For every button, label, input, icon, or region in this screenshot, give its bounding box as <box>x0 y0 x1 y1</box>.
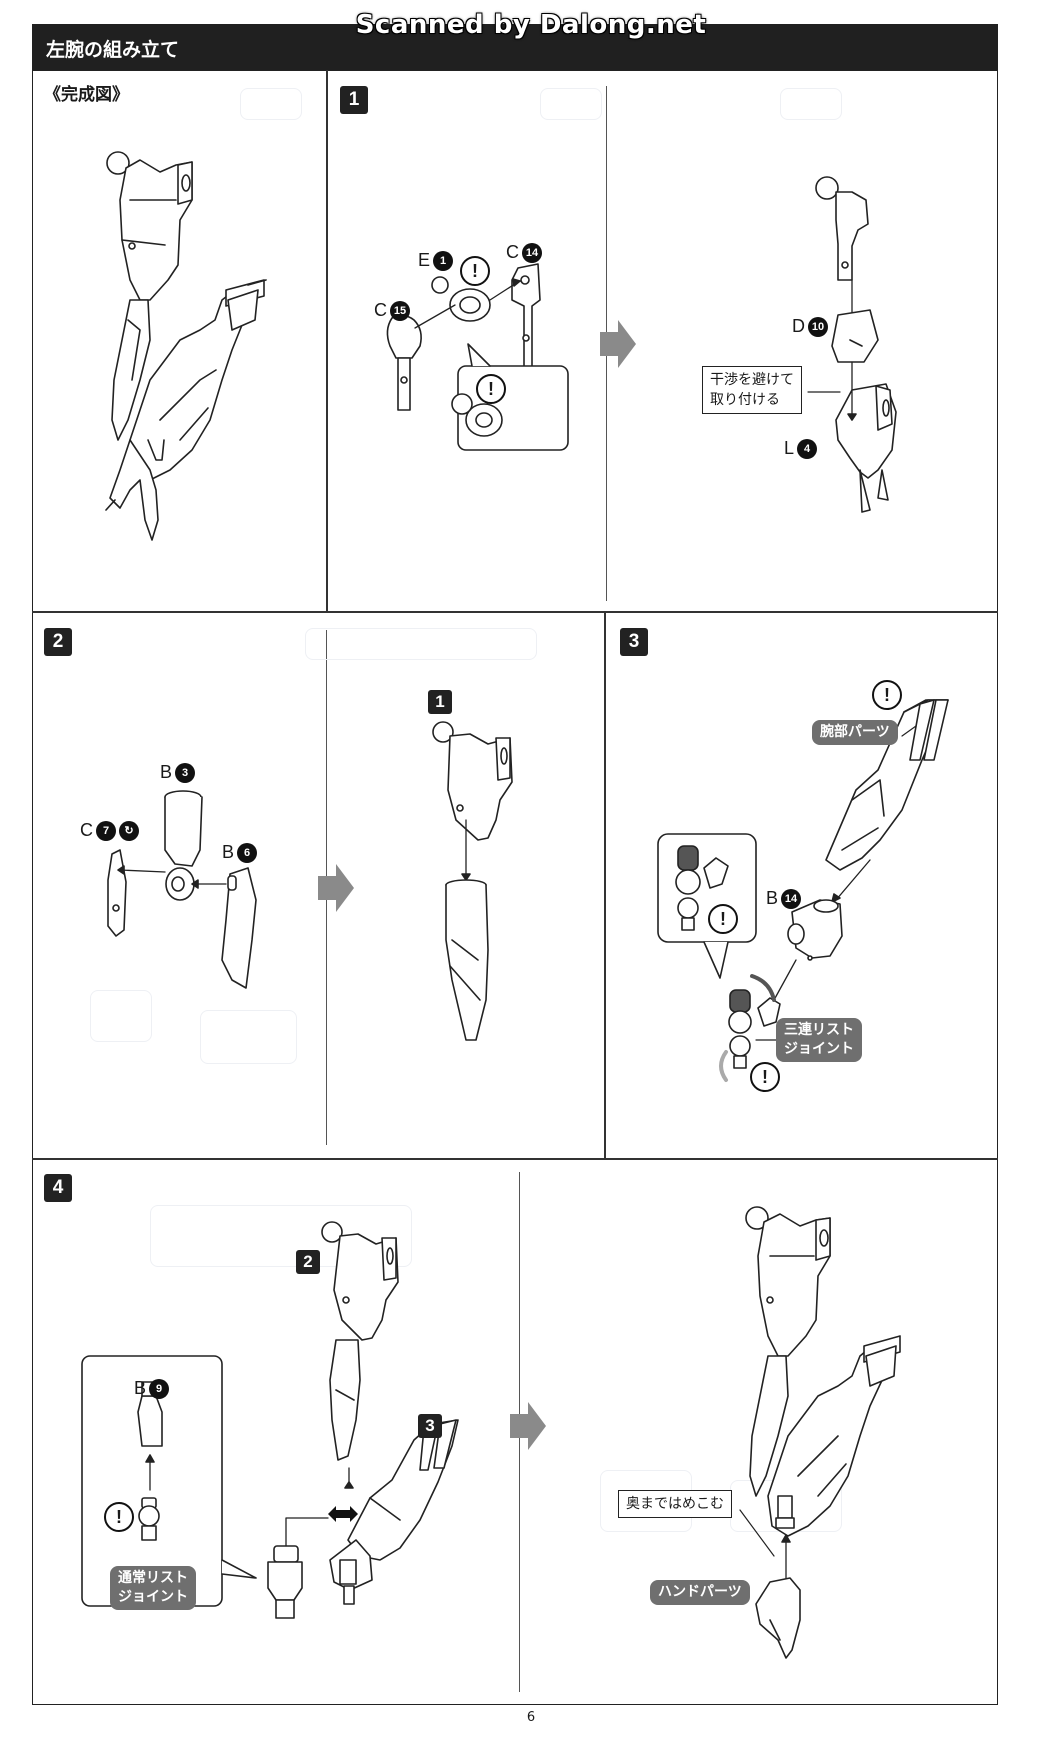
part-number-badge: 4 <box>797 438 818 459</box>
next-arrow-icon <box>600 320 636 368</box>
caution-icon: ! <box>104 1502 134 1532</box>
part-label-b9: B 9 <box>134 1378 170 1399</box>
step1-parts-illustration <box>386 263 569 451</box>
pill-line: ジョイント <box>784 1041 854 1057</box>
caution-icon: ! <box>872 680 902 710</box>
divider <box>326 70 328 612</box>
step-number-1: 1 <box>340 86 368 114</box>
divider <box>604 611 606 1159</box>
step4-completed-arm-illustration <box>739 1206 901 1659</box>
part-letter: C <box>374 300 387 320</box>
bleed-through-artifact <box>90 990 152 1042</box>
caution-icon: ! <box>708 904 738 934</box>
caution-icon: ! <box>750 1062 780 1092</box>
pill-line: 三連リスト <box>784 1022 854 1038</box>
part-number-badge: 6 <box>237 842 258 863</box>
next-arrow-icon <box>318 864 354 912</box>
part-number-badge: 10 <box>808 316 828 337</box>
step-number-3: 3 <box>620 628 648 656</box>
bleed-through-artifact <box>200 1010 297 1064</box>
part-letter: B <box>134 1378 147 1398</box>
note-line: 取り付ける <box>710 392 780 408</box>
part-letter: L <box>784 438 795 458</box>
part-letter: E <box>418 250 431 270</box>
step3-arm-illustration <box>657 699 949 1082</box>
step2-parts-illustration <box>107 790 257 989</box>
sub-assembly-ref-1: 1 <box>428 690 452 714</box>
caution-icon: ! <box>460 256 490 286</box>
swap-icon: ↻ <box>119 820 139 841</box>
content-frame <box>32 70 998 1705</box>
step2-arm-illustration <box>432 721 513 1041</box>
hand-parts-tag: ハンドパーツ <box>650 1580 750 1605</box>
triple-wrist-joint-tag: 三連リスト ジョイント <box>776 1018 862 1062</box>
insert-fully-note: 奥まではめこむ <box>618 1490 732 1518</box>
part-label-b14: B 14 <box>766 888 802 909</box>
divider <box>32 611 998 613</box>
step4-assembly-illustration <box>81 1221 459 1619</box>
part-letter: B <box>766 888 779 908</box>
pill-line: ジョイント <box>118 1589 188 1605</box>
part-label-c7: C 7 ↻ <box>80 820 139 841</box>
bleed-through-artifact <box>240 88 302 120</box>
part-number-badge: 14 <box>522 242 542 263</box>
part-letter: D <box>792 316 805 336</box>
part-number-badge: 15 <box>390 300 410 321</box>
part-label-c14: C 14 <box>506 242 542 263</box>
part-letter: B <box>222 842 235 862</box>
sub-assembly-ref-2: 2 <box>296 1250 320 1274</box>
step1-upper-arm-illustration <box>815 176 897 513</box>
part-label-l4: L 4 <box>784 438 818 459</box>
page-number: 6 <box>526 1710 536 1725</box>
part-label-b6: B 6 <box>222 842 258 863</box>
part-letter: C <box>80 820 93 840</box>
bleed-through-artifact <box>150 1205 412 1267</box>
note-line: 干渉を避けて <box>710 372 794 388</box>
part-number-badge: 7 <box>96 820 116 841</box>
pill-line: 通常リスト <box>118 1570 188 1586</box>
section-header: 左腕の組み立て <box>32 24 998 70</box>
part-label-c15: C 15 <box>374 300 410 321</box>
part-number-badge: 9 <box>149 1378 170 1399</box>
bleed-through-artifact <box>540 88 602 120</box>
part-number-badge: 14 <box>781 888 802 909</box>
next-arrow-icon <box>510 1402 546 1450</box>
part-letter: C <box>506 242 519 262</box>
bleed-through-artifact <box>780 88 842 120</box>
part-label-b3: B 3 <box>160 762 196 783</box>
step-number-4: 4 <box>44 1174 72 1202</box>
part-label-e1: E 1 <box>418 250 454 271</box>
completed-view-label: 《完成図》 <box>44 85 129 105</box>
part-label-d10: D 10 <box>792 316 828 337</box>
sub-assembly-ref-3: 3 <box>418 1414 442 1438</box>
bleed-through-artifact <box>305 628 537 660</box>
part-number-badge: 1 <box>433 250 454 271</box>
interference-note: 干渉を避けて 取り付ける <box>702 366 802 414</box>
part-number-badge: 3 <box>175 762 196 783</box>
caution-icon: ! <box>476 374 506 404</box>
watermark: Scanned by Dalong.net <box>355 10 707 40</box>
section-title: 左腕の組み立て <box>46 39 180 61</box>
step-number-2: 2 <box>44 628 72 656</box>
arm-parts-tag: 腕部パーツ <box>812 720 898 745</box>
part-letter: B <box>160 762 173 782</box>
completed-arm-illustration <box>105 151 267 541</box>
standard-wrist-joint-tag: 通常リスト ジョイント <box>110 1566 196 1610</box>
divider <box>32 1158 998 1160</box>
